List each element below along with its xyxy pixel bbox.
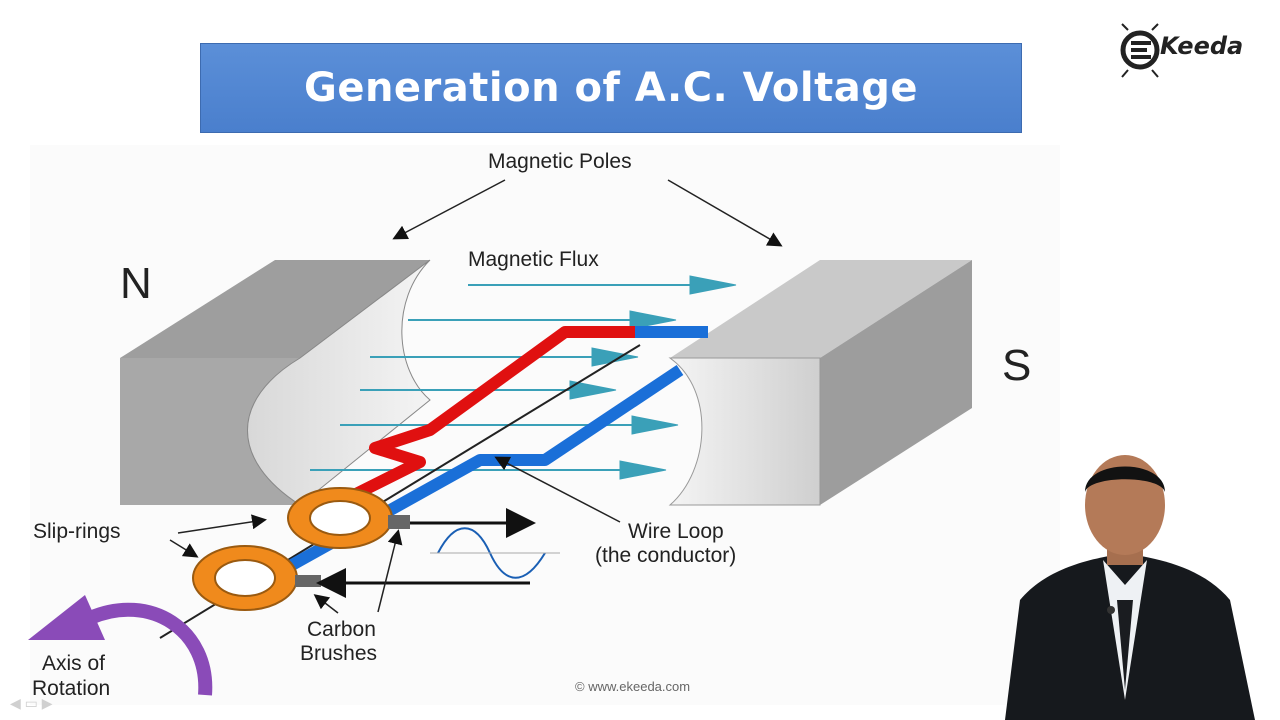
copyright-text: © www.ekeeda.com [575, 679, 691, 694]
label-magnetic-flux: Magnetic Flux [468, 248, 599, 271]
pointer-slip-upper [177, 514, 267, 534]
pointer-poles-right [667, 179, 783, 247]
slide-title-bar: Generation of A.C. Voltage [200, 43, 1022, 133]
pointer-slip-lower [169, 539, 199, 558]
label-slip-rings: Slip-rings [33, 520, 121, 543]
label-wire-loop: Wire Loop [628, 520, 724, 543]
label-axis-of: Axis of [42, 652, 105, 675]
ac-generator-diagram: Magnetic Poles Magnetic Flux N S Slip-ri… [28, 145, 1060, 705]
slip-ring-upper [287, 487, 410, 549]
label-south: S [1002, 341, 1031, 390]
rotation-arrow-icon [28, 595, 213, 696]
slip-ring-lower [192, 545, 321, 611]
magnetic-flux-arrows [310, 275, 737, 480]
slide-title: Generation of A.C. Voltage [303, 65, 918, 111]
slide-controls-icon[interactable]: ◀ ▭ ▶ [10, 695, 53, 711]
pointer-wire-loop [494, 456, 621, 523]
label-rotation: Rotation [32, 677, 110, 700]
pointer-brush-lower [313, 594, 339, 614]
pointer-brush-upper [377, 529, 403, 613]
north-pole-block [120, 259, 431, 506]
label-brushes: Brushes [300, 642, 377, 665]
logo-text: Keeda [1160, 32, 1244, 60]
ekeeda-logo-icon [1120, 23, 1160, 78]
south-pole-block [668, 260, 972, 506]
label-wire-loop-conductor: (the conductor) [595, 544, 736, 567]
label-magnetic-poles: Magnetic Poles [488, 150, 632, 173]
label-carbon: Carbon [307, 618, 376, 641]
presenter-video [1005, 455, 1255, 720]
label-north: N [120, 259, 152, 308]
pointer-poles-left [392, 179, 506, 240]
